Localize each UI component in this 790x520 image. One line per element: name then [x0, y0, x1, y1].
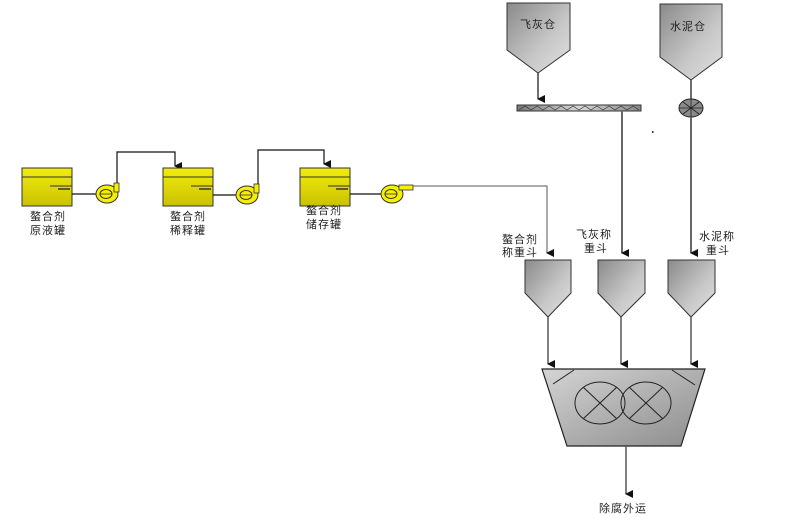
- tank-dilute-label-1: 螯合剂: [170, 209, 206, 223]
- cement-silo-label: 水泥仓: [670, 19, 706, 33]
- tank-raw-label-2: 原液罐: [30, 223, 66, 237]
- tank-dilute-label-2: 稀释罐: [170, 224, 206, 237]
- cement-silo: [659, 3, 723, 81]
- flyash-hopper-label-2: 重斗: [584, 241, 608, 255]
- screw-conveyor-icon: [516, 104, 642, 112]
- pump-2-icon: [235, 183, 260, 205]
- flyash-silo-label: 飞灰仓: [520, 17, 556, 31]
- output-label: 除腐外运: [599, 501, 647, 515]
- chelant-weighing-hopper: [524, 259, 572, 318]
- rotary-valve-icon: [678, 98, 704, 118]
- flyash-hopper-label-1: 飞灰称: [576, 227, 612, 241]
- tank-storage-label-2: 储存罐: [306, 217, 342, 231]
- chelant-hopper-label-2: 称重斗: [502, 245, 538, 259]
- cement-hopper-label-2: 重斗: [706, 243, 730, 257]
- tank-raw-label-1: 螯合剂: [30, 209, 66, 223]
- twin-shaft-mixer: [541, 368, 706, 447]
- chelant-hopper-label-1: 螯合剂: [502, 232, 538, 246]
- pump-3-icon: [380, 184, 414, 204]
- cement-weighing-hopper: [667, 259, 716, 318]
- cement-hopper-label-1: 水泥称: [699, 229, 735, 243]
- pump-1-icon: [95, 182, 120, 204]
- tank-dilute: [162, 167, 214, 207]
- stray-dot: [652, 131, 654, 133]
- tank-storage-label-1: 螯合剂: [306, 203, 342, 217]
- flyash-silo: [506, 2, 571, 74]
- tank-storage: [299, 167, 351, 207]
- flyash-weighing-hopper: [597, 259, 646, 318]
- tank-raw: [21, 167, 73, 207]
